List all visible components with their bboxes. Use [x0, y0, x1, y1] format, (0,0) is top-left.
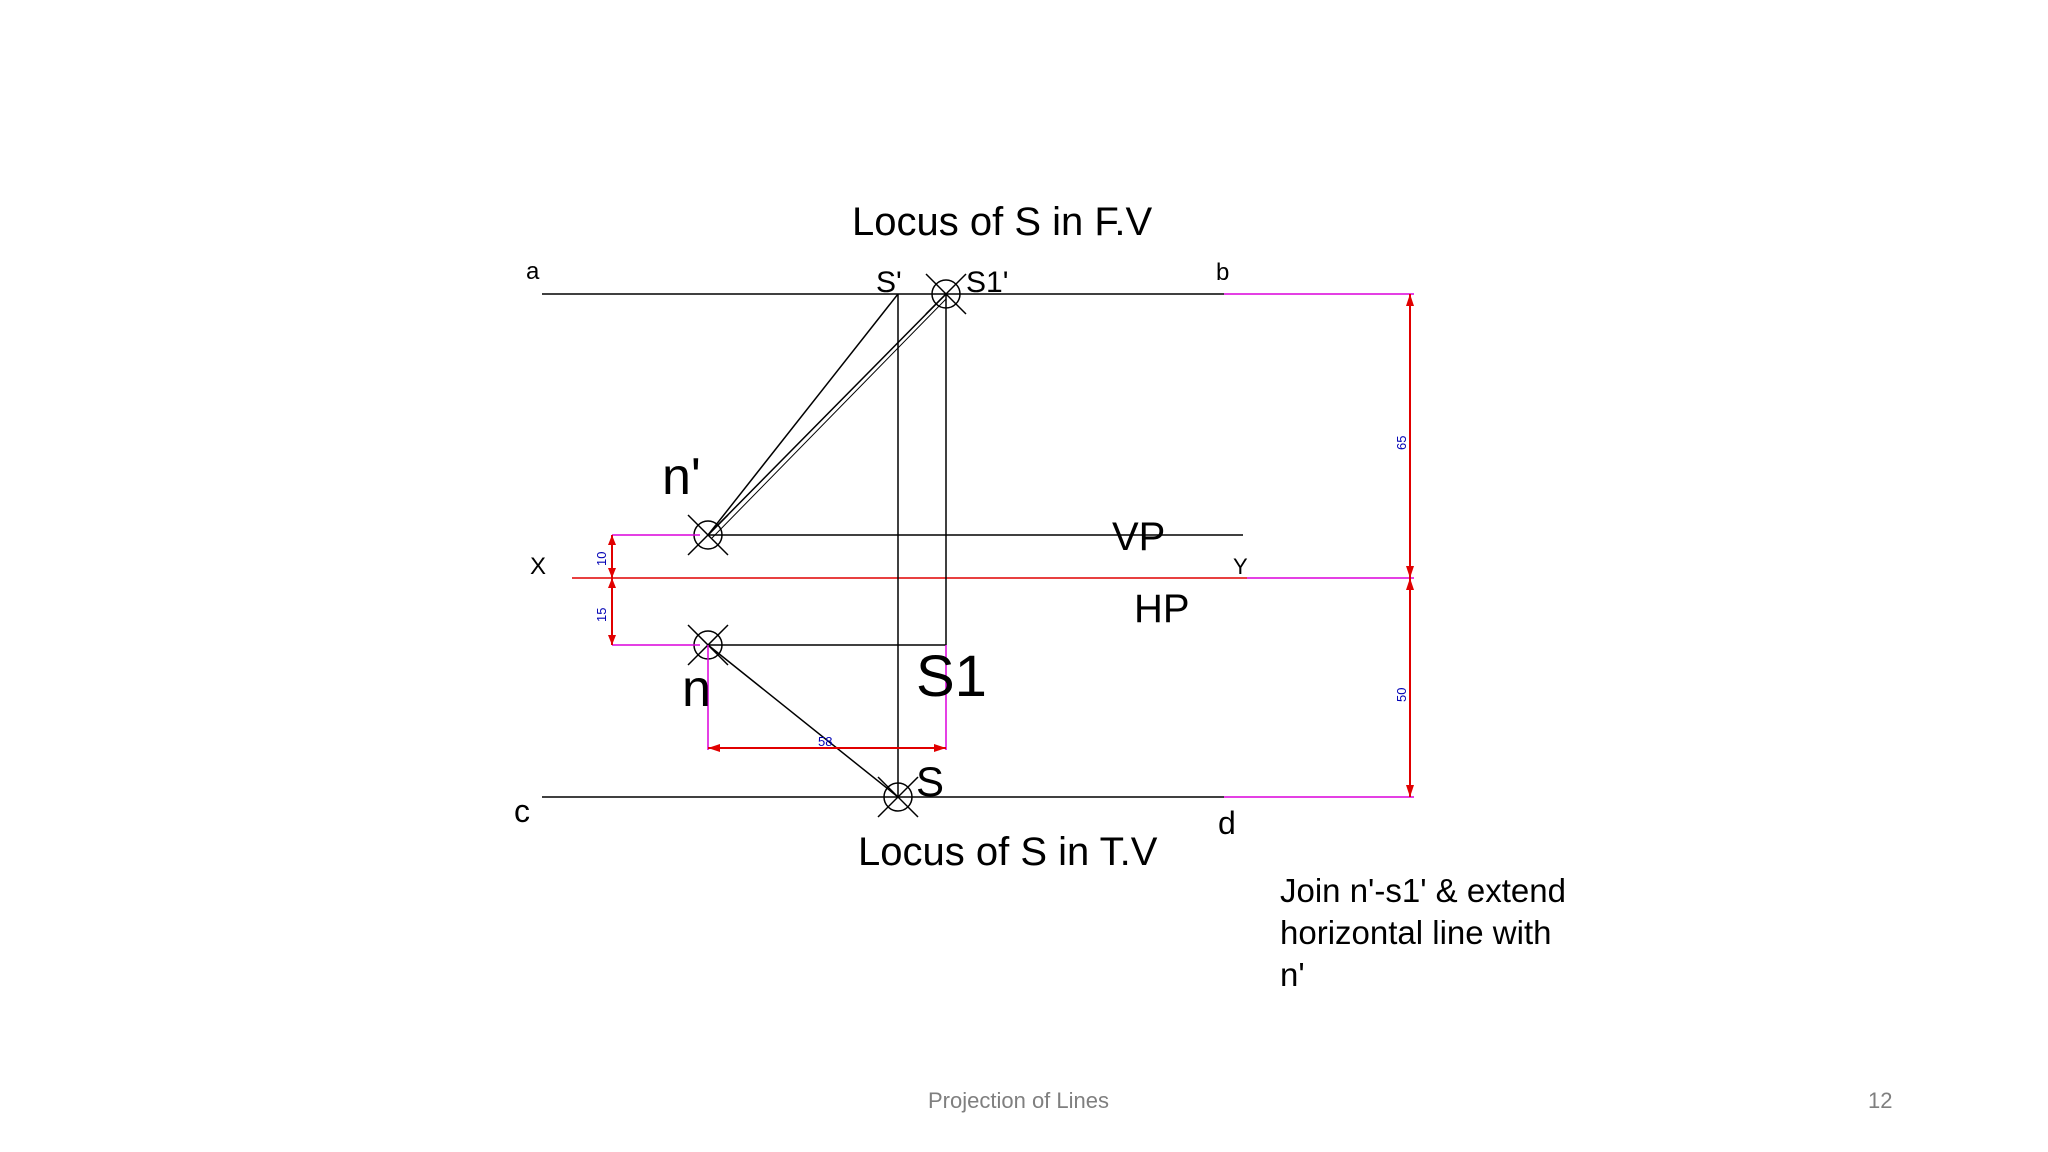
title-locus-fv: Locus of S in F.V — [852, 200, 1152, 244]
dimension-right — [1224, 293, 1414, 798]
label-vp: VP — [1112, 515, 1165, 559]
line-n-prime-s1-prime — [707, 293, 947, 536]
dim-10: 10 — [594, 552, 609, 566]
marker-s1-prime — [925, 273, 967, 315]
label-hp: HP — [1134, 587, 1190, 631]
label-s1: S1 — [916, 644, 987, 709]
marker-s — [877, 776, 919, 818]
label-c: c — [514, 793, 530, 829]
line-n-s — [707, 644, 899, 798]
label-s: S — [916, 758, 944, 805]
line-n-prime-s1-prime-parallel — [711, 298, 947, 539]
dim-50: 50 — [1394, 688, 1409, 702]
page-number: 12 — [1868, 1088, 1893, 1113]
label-a: a — [526, 258, 540, 285]
line-n-prime-s-prime — [707, 293, 899, 536]
note-line-2: horizontal line with — [1280, 914, 1551, 951]
marker-n-prime — [687, 514, 729, 556]
dim-65: 65 — [1394, 436, 1409, 450]
label-y: Y — [1233, 554, 1248, 579]
label-d: d — [1218, 805, 1236, 841]
label-s-prime: S' — [876, 266, 902, 299]
dim-15: 15 — [594, 608, 609, 622]
footer-title: Projection of Lines — [928, 1088, 1109, 1113]
dimension-left — [608, 534, 700, 646]
label-x: X — [530, 553, 546, 580]
label-s1-prime: S1' — [966, 266, 1008, 299]
label-n: n — [682, 660, 711, 718]
label-b: b — [1216, 259, 1229, 286]
title-locus-tv: Locus of S in T.V — [858, 830, 1158, 874]
dim-58: 58 — [818, 734, 832, 749]
note-line-3: n' — [1280, 956, 1305, 993]
dimension-bottom — [707, 645, 947, 752]
label-n-prime: n' — [662, 448, 701, 506]
note-line-1: Join n'-s1' & extend — [1280, 872, 1566, 909]
